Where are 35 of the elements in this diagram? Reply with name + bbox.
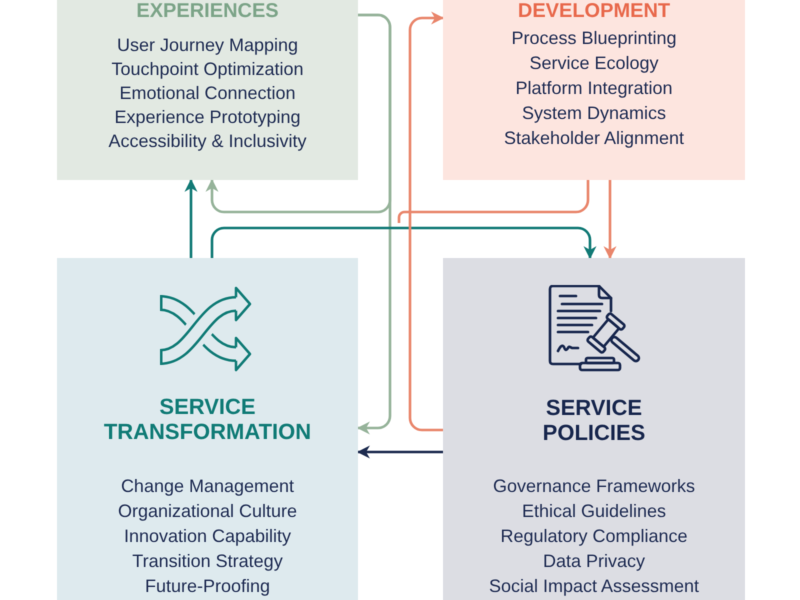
- connector-arrow: [210, 226, 596, 260]
- topic-item: Social Impact Assessment: [488, 575, 700, 598]
- topic-item: Accessibility & Inclusivity: [108, 130, 307, 153]
- topic-item: Ethical Guidelines: [522, 500, 666, 523]
- topic-item: Future-Proofing: [144, 575, 270, 598]
- topic-item: Regulatory Compliance: [500, 525, 688, 548]
- panel-heading: DEVELOPMENT: [518, 0, 670, 22]
- topic-item: Data Privacy: [542, 550, 646, 573]
- panel-heading: SERVICE POLICIES: [542, 395, 646, 445]
- topic-item: Emotional Connection: [119, 82, 296, 105]
- topic-item: Transition Strategy: [132, 550, 283, 573]
- topic-item: Governance Frameworks: [492, 475, 696, 498]
- topic-item: System Dynamics: [522, 102, 666, 125]
- topic-item: Organizational Culture: [118, 500, 298, 523]
- topic-item: Service Ecology: [529, 52, 659, 75]
- topic-item: Process Blueprinting: [511, 27, 677, 50]
- topic-item: Platform Integration: [515, 77, 673, 100]
- connector-arrow: [356, 446, 443, 458]
- connector-arrow: [604, 180, 616, 260]
- category-panel: [443, 0, 745, 180]
- topic-item: User Journey Mapping: [116, 34, 298, 57]
- topic-item: Change Management: [120, 475, 294, 498]
- topic-item: Experience Prototyping: [114, 106, 301, 129]
- category-panel: [443, 258, 745, 600]
- topic-item: Touchpoint Optimization: [111, 58, 304, 81]
- topic-item: Innovation Capability: [124, 525, 292, 548]
- panel-heading: EXPERIENCES: [136, 0, 279, 22]
- topic-item: Stakeholder Alignment: [504, 127, 684, 150]
- connector-arrow: [408, 12, 444, 432]
- connector-arrow: [184, 178, 198, 258]
- panel-heading: SERVICE TRANSFORMATION: [104, 394, 312, 444]
- category-panel: [57, 0, 358, 180]
- category-panel: [57, 258, 358, 600]
- connector-arrow: [206, 14, 392, 214]
- connector-line: [398, 180, 590, 223]
